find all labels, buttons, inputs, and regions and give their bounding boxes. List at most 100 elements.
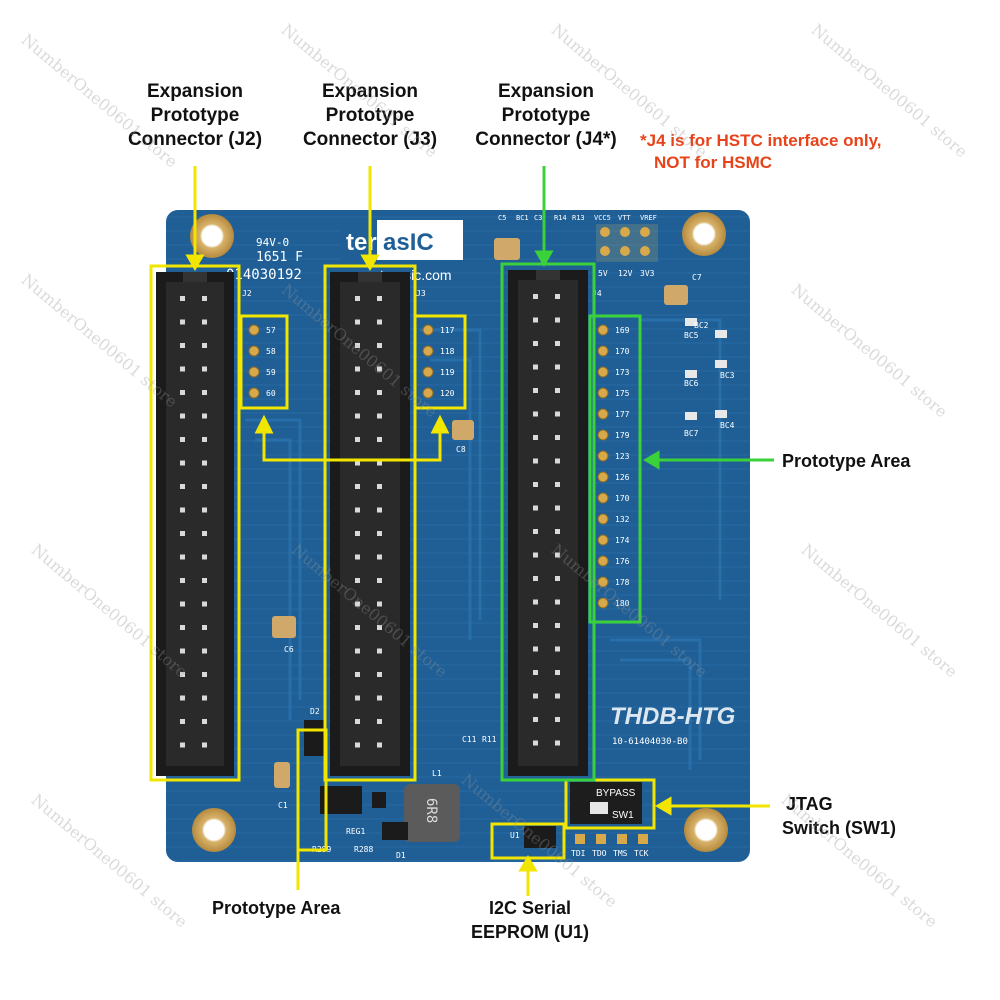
component-label: J2 [242, 289, 252, 298]
connector-pin [180, 460, 185, 466]
connector-pin [180, 531, 185, 536]
header-pad [597, 597, 609, 609]
connector-pin [555, 740, 560, 746]
header-pad [597, 555, 609, 567]
callout-connector-j4: Expansion Prototype Connector (J4*) [460, 80, 632, 152]
component-label: C7 [692, 273, 702, 282]
header-pin-label: 126 [615, 473, 630, 482]
component-label: R288 [354, 845, 373, 854]
connector-pin [555, 717, 560, 722]
connector-pin [555, 576, 560, 581]
component-label: BC6 [684, 379, 699, 388]
connector-pin [555, 552, 560, 558]
header-pin-label: 58 [266, 347, 276, 356]
connector-pin [533, 388, 538, 393]
power-label: 5V [598, 269, 608, 278]
jtag-pad [638, 834, 648, 844]
connector-pin [202, 531, 207, 536]
header-pad [597, 471, 609, 483]
mounting-hole-tr [682, 212, 726, 256]
connector-pin [180, 413, 185, 419]
component-label: C8 [456, 445, 466, 454]
power-label: 3V3 [640, 269, 655, 278]
connector-pin [202, 460, 207, 466]
connector-pin [555, 458, 560, 464]
header-pad [597, 345, 609, 357]
connector-pin [533, 576, 538, 581]
connector-pin [202, 413, 207, 419]
connector-pin [355, 719, 360, 724]
component-label: D2 [310, 707, 320, 716]
connector-pin [533, 341, 538, 346]
jtag-switch-body: BYPASS SW1 [570, 782, 642, 824]
logo-right-text: asIC [383, 229, 434, 256]
eeprom-line1: I2C Serial [488, 898, 572, 918]
connector-pin [355, 390, 360, 395]
connector-pin [533, 482, 538, 487]
component-label: BC7 [684, 429, 699, 438]
jtag-pad [617, 834, 627, 844]
connector-pin [355, 413, 360, 419]
connector-pin [377, 413, 382, 419]
note-line1: *J4 is for HSTC interface only, [640, 131, 882, 150]
connector-pin [180, 601, 185, 607]
connector-pin [180, 296, 185, 301]
header-pad [248, 366, 260, 378]
connector-pin [180, 390, 185, 395]
highlight-bottom-proto [296, 728, 328, 852]
connector-pin [555, 693, 560, 699]
header-pad [597, 534, 609, 546]
connector-pin [533, 364, 538, 370]
connector-pin [355, 578, 360, 583]
connector-pin [377, 695, 382, 701]
callout-j2-line2: Prototype [150, 105, 240, 126]
header-pad [597, 387, 609, 399]
connector-pin [180, 719, 185, 724]
header-pad [248, 324, 260, 336]
callout-j3-line1: Expansion [321, 81, 419, 102]
component-label: BC3 [720, 371, 735, 380]
component-label: C1 [278, 801, 288, 810]
callout-j4-line2: Prototype [501, 105, 591, 126]
connector-j3-pins [355, 296, 382, 748]
callout-j3-line3: Connector (J3) [302, 129, 438, 150]
connector-pin [355, 625, 360, 630]
header-pin-label: 177 [615, 410, 630, 419]
header-pin-label: 169 [615, 326, 630, 335]
connector-pin [202, 625, 207, 630]
connector-pin [555, 388, 560, 393]
power-header [596, 224, 658, 262]
connector-pin [355, 319, 360, 325]
eeprom-line2: EEPROM (U1) [470, 922, 589, 942]
connector-pin [202, 554, 207, 560]
capacitors [272, 238, 727, 788]
connector-pin [355, 601, 360, 607]
connector-pin [533, 458, 538, 464]
connector-pin [555, 435, 560, 440]
connector-pin [533, 740, 538, 746]
silk-label: R14 [554, 214, 567, 222]
note-line2: NOT for HSMC [654, 153, 773, 172]
connector-pin [555, 341, 560, 346]
jtag-line1: JTAG [786, 794, 833, 814]
callout-connector-j3: Expansion Prototype Connector (J3) [285, 80, 455, 152]
header-pin-label: 179 [615, 431, 630, 440]
connector-pin [555, 646, 560, 652]
board-rev: 10-61404030-B0 [612, 737, 688, 747]
sw1-label: SW1 [612, 810, 634, 821]
component-label: U1 [510, 831, 520, 840]
silk-label: VTT [618, 214, 631, 222]
silk-label: C3 [534, 214, 542, 222]
header-pin-label: 117 [440, 326, 455, 335]
connector-pin [377, 554, 382, 560]
jtag-pin-label: TDO [592, 849, 607, 858]
header-pin-label: 120 [440, 389, 455, 398]
connector-pin [555, 670, 560, 675]
prototype-header-j4: 1691701731751771791231261701321741761781… [597, 324, 630, 609]
connector-pin [533, 670, 538, 675]
component-label: BC4 [720, 421, 735, 430]
silk-label: VREF [640, 214, 657, 222]
